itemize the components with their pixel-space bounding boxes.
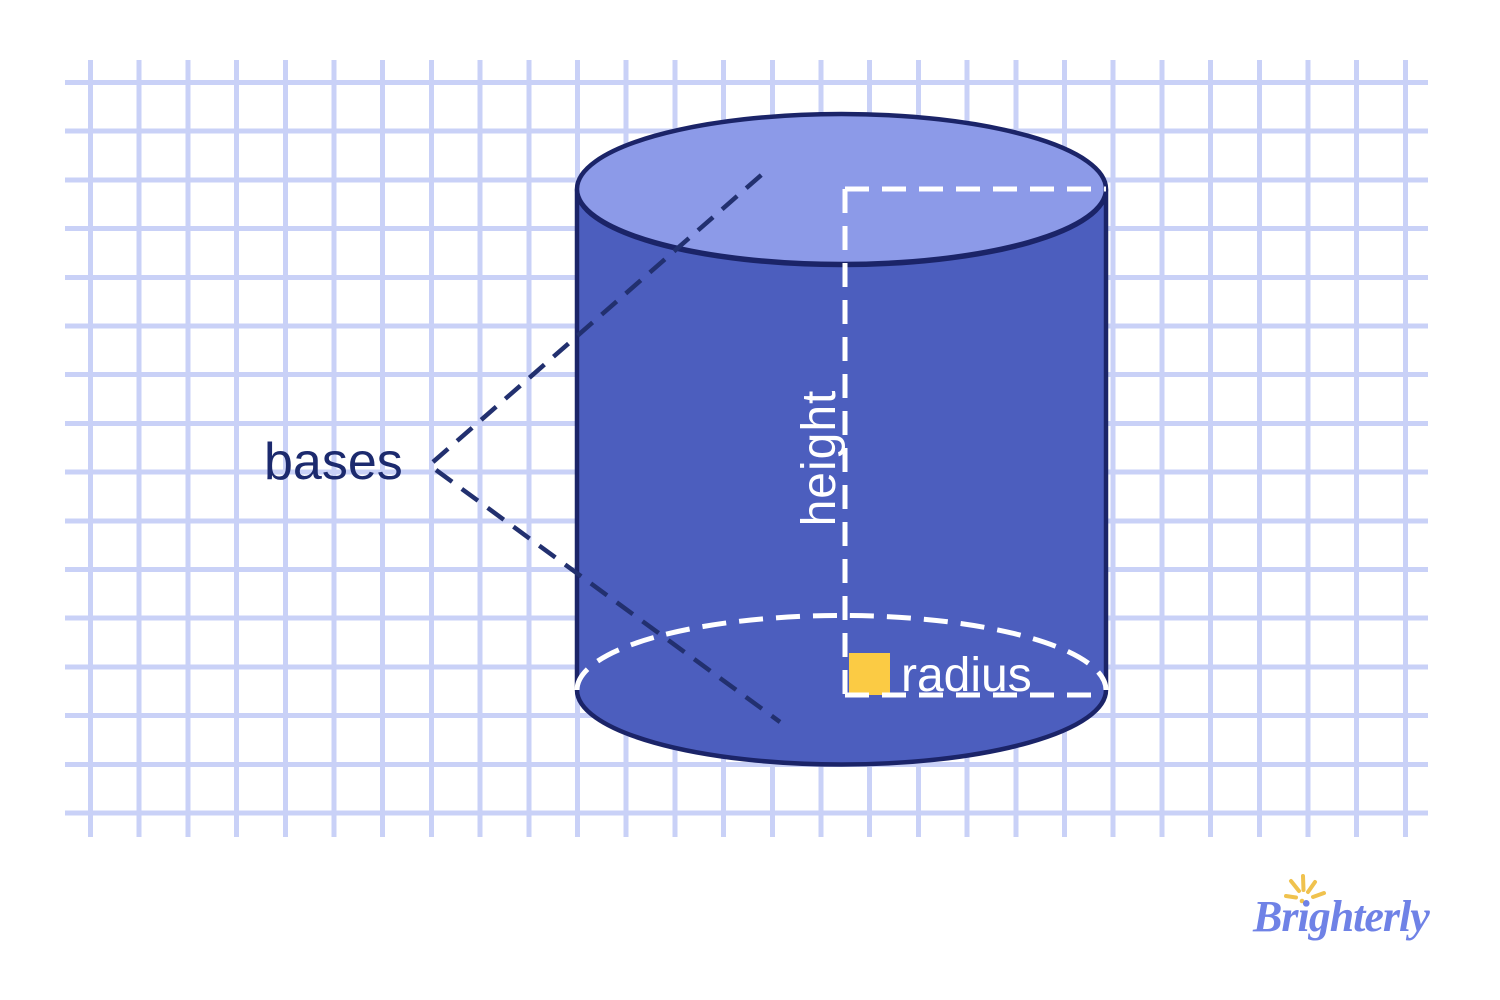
bottom-base-hidden-edge [574, 613, 1109, 691]
brighterly-logo: Brighterly [1253, 891, 1430, 942]
label-height: height [792, 389, 846, 527]
bases-pointer-top [431, 168, 769, 464]
brighterly-logo-text: Brighterly [1253, 892, 1430, 941]
label-bases: bases [264, 433, 403, 491]
bases-pointer-bottom [434, 468, 782, 724]
right-angle-marker [849, 653, 890, 695]
cylinder-top-base [574, 111, 1109, 267]
sun-icon [1284, 874, 1326, 904]
label-radius: radius [901, 649, 1032, 702]
